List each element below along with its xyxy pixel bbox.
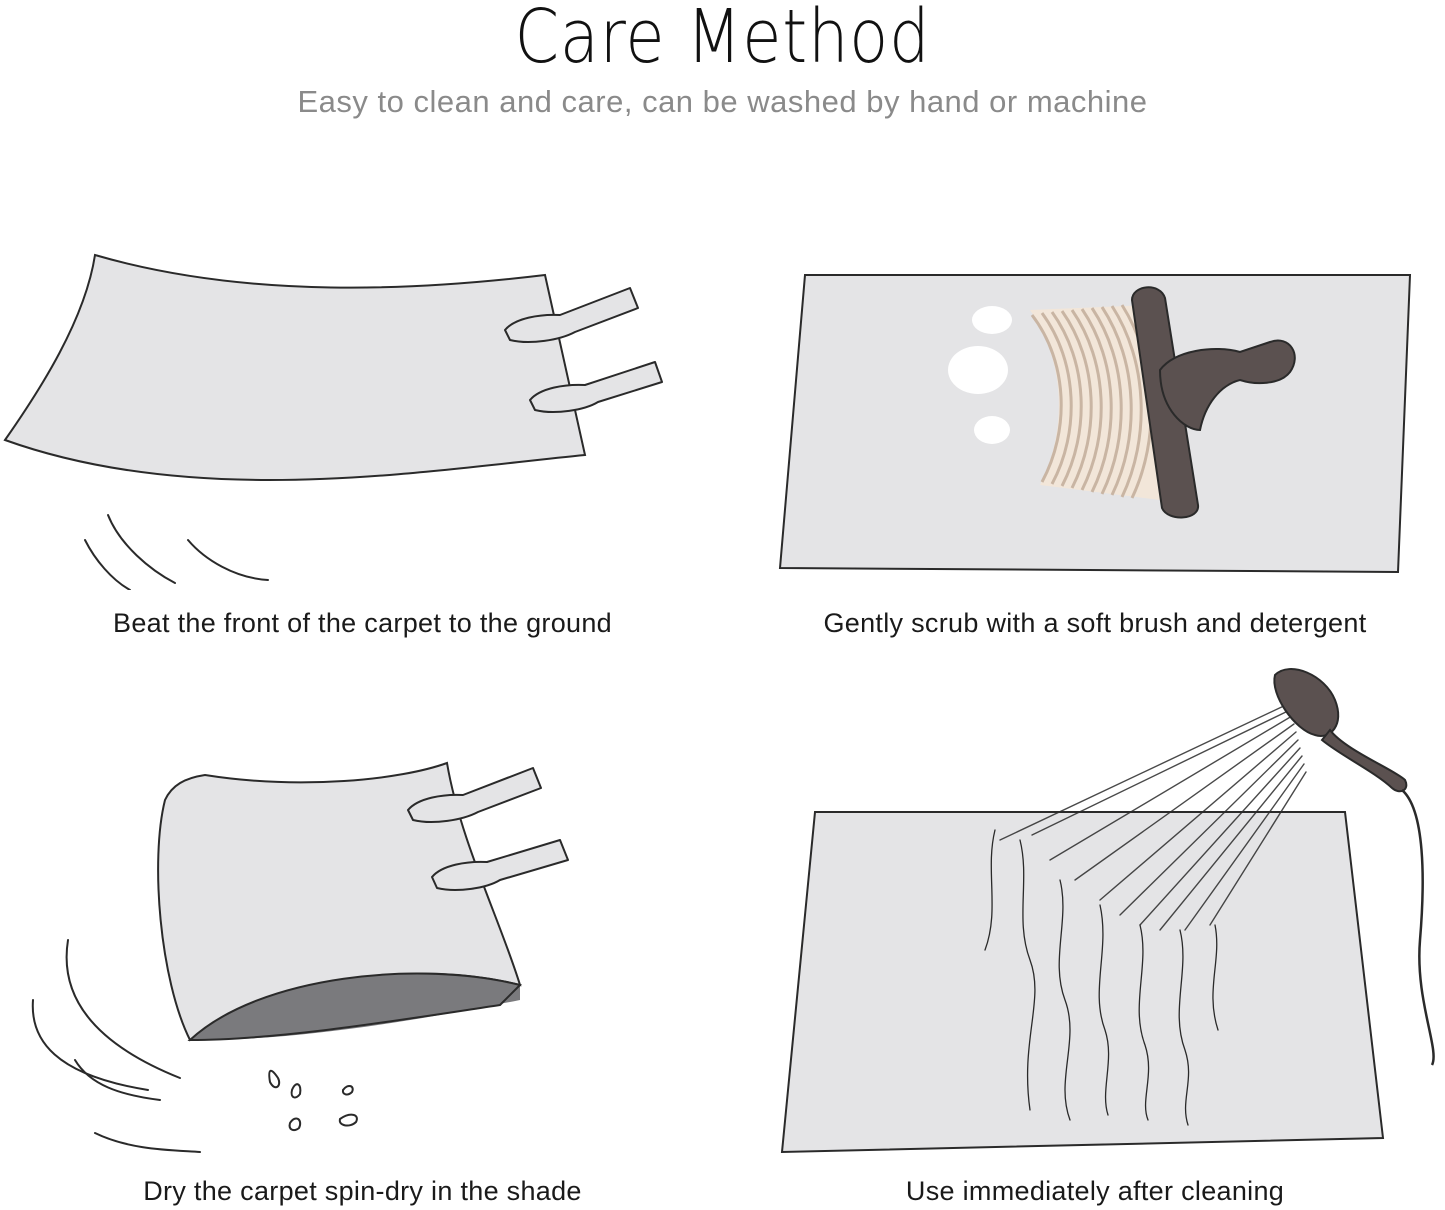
carpet-drying-illustration — [0, 760, 600, 1170]
step-caption-scrub: Gently scrub with a soft brush and deter… — [823, 608, 1367, 638]
brush-scrub-illustration — [760, 260, 1420, 590]
carpet-beating-illustration — [0, 240, 700, 590]
shower-rinse-illustration — [770, 655, 1440, 1165]
brush-scrub-icon — [778, 274, 1412, 574]
step-caption-dry: Dry the carpet spin-dry in the shade — [143, 1176, 582, 1206]
page-title: Care Method — [514, 0, 931, 80]
step-caption-use: Use immediately after cleaning — [905, 1176, 1285, 1206]
carpet-beating-icon — [3, 253, 663, 590]
step-caption-beat: Beat the front of the carpet to the grou… — [113, 608, 612, 638]
water-spray — [999, 703, 1307, 931]
water-streams — [984, 829, 1219, 1126]
carpet-drying-icon — [31, 761, 569, 1153]
brush-handle — [1130, 286, 1296, 519]
shower-head — [1273, 668, 1435, 1066]
page-subtitle: Easy to clean and care, can be washed by… — [297, 84, 1148, 119]
shower-rinse-icon — [780, 668, 1435, 1154]
